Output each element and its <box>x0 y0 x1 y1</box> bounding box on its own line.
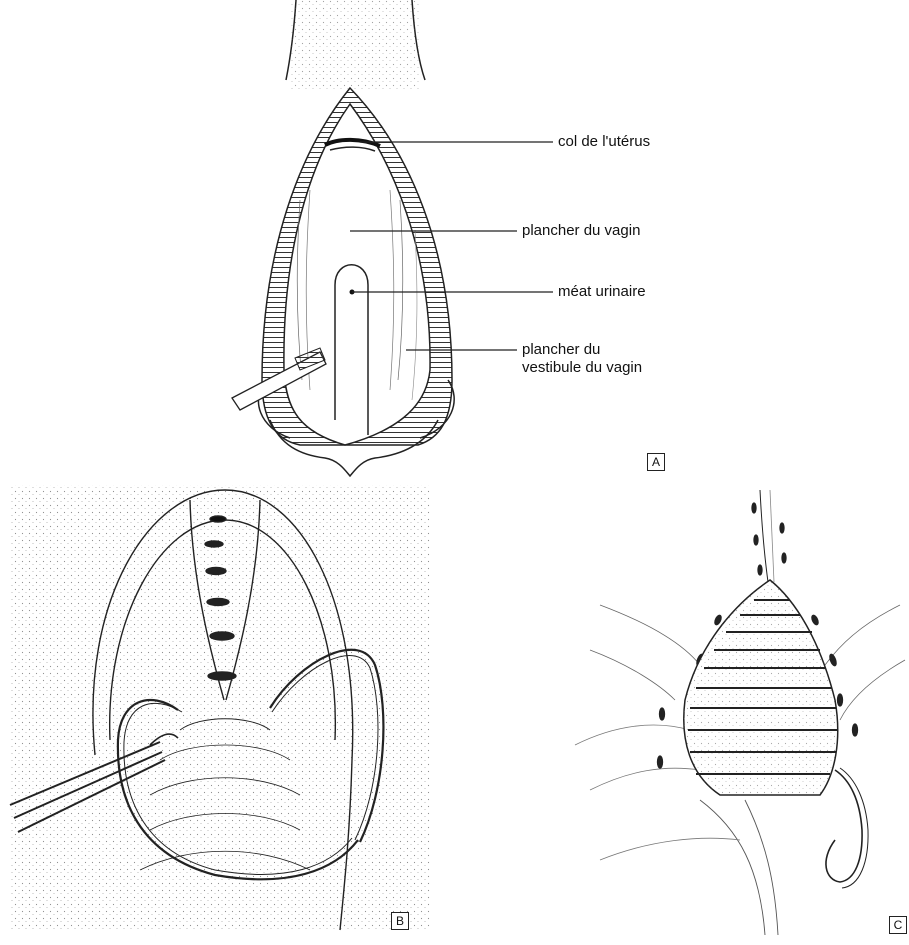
label-vaginal-floor: plancher du vagin <box>522 221 640 240</box>
label-cervix: col de l'utérus <box>558 132 650 151</box>
panel-c-drawing <box>575 490 905 935</box>
label-urinary-meatus: méat urinaire <box>558 282 646 301</box>
label-vestibule-floor-line2: vestibule du vagin <box>522 358 642 377</box>
panel-tag-b: B <box>391 912 409 930</box>
panel-tag-a: A <box>647 453 665 471</box>
panel-a-drawing <box>232 0 553 476</box>
panel-tag-c: C <box>889 916 907 934</box>
label-vestibule-floor-line1: plancher du <box>522 340 600 359</box>
panel-b-drawing <box>10 485 430 930</box>
